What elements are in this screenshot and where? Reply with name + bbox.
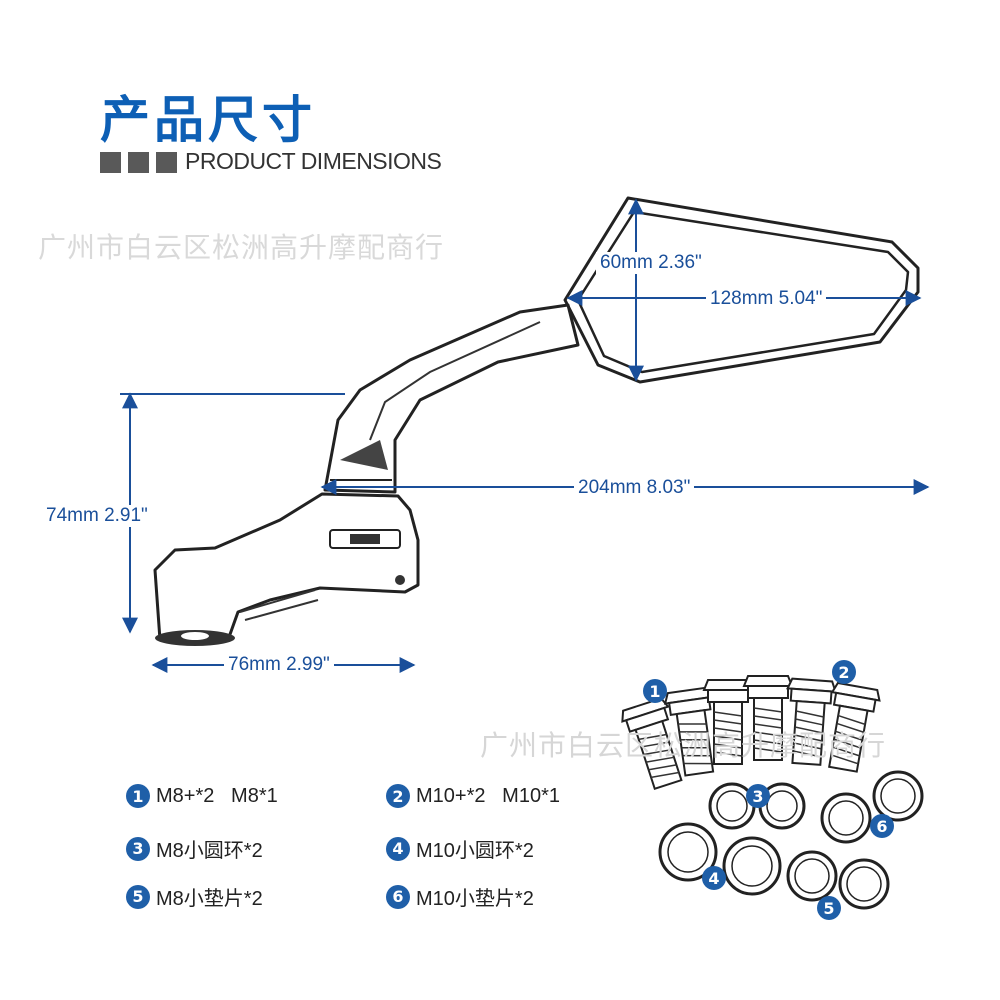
legend-number-badge: 5: [126, 884, 150, 909]
legend-number-badge: 1: [126, 784, 150, 808]
legend-text: M10小圆环*2: [416, 840, 534, 862]
legend-number-badge: 6: [386, 884, 410, 909]
decor-square: [156, 152, 177, 173]
part-badge: 1: [643, 679, 667, 703]
dimension-width-label: 128mm 5.04": [706, 288, 827, 310]
legend-text: M10+*2 M10*1: [416, 784, 560, 807]
title-decoration: [100, 152, 177, 173]
page-title: 产品尺寸: [100, 91, 316, 149]
page-subtitle: PRODUCT DIMENSIONS: [185, 148, 442, 174]
watermark: 广州市白云区松洲高升摩配商行: [38, 231, 445, 264]
legend-text: M8小垫片*2: [156, 888, 263, 910]
legend-item: 6 M10小垫片*2: [386, 882, 534, 911]
decor-square: [128, 152, 149, 173]
bolts-group: [621, 675, 881, 791]
legend-text: M8小圆环*2: [156, 840, 263, 862]
mirror-clamp: [153, 492, 420, 646]
dimension-height-label: 60mm 2.36": [596, 252, 706, 274]
mirror-stem: [323, 303, 580, 494]
legend-text: M8+*2 M8*1: [156, 784, 278, 807]
legend-text: M10小垫片*2: [416, 888, 534, 910]
legend-item: 3 M8小圆环*2: [126, 834, 263, 863]
legend-item: 5 M8小垫片*2: [126, 882, 263, 911]
legend-number-badge: 2: [386, 784, 410, 808]
legend-number-badge: 3: [126, 836, 150, 861]
dimension-reach-label: 204mm 8.03": [574, 477, 695, 499]
part-badge: 6: [870, 814, 894, 838]
legend-number-badge: 4: [386, 836, 410, 861]
legend-item: 4 M10小圆环*2: [386, 834, 534, 863]
legend-item: 1 M8+*2 M8*1: [126, 784, 278, 808]
part-badge: 4: [702, 866, 726, 890]
watermark: 广州市白云区松洲高升摩配商行: [480, 729, 887, 762]
dimension-arm-height-label: 74mm 2.91": [42, 505, 152, 527]
rings-group: [658, 770, 924, 910]
decor-square: [100, 152, 121, 173]
legend-item: 2 M10+*2 M10*1: [386, 784, 560, 808]
part-badge: 3: [746, 784, 770, 808]
part-badge: 2: [832, 660, 856, 684]
dimension-base-width-label: 76mm 2.99": [224, 654, 334, 676]
part-badge: 5: [817, 896, 841, 920]
